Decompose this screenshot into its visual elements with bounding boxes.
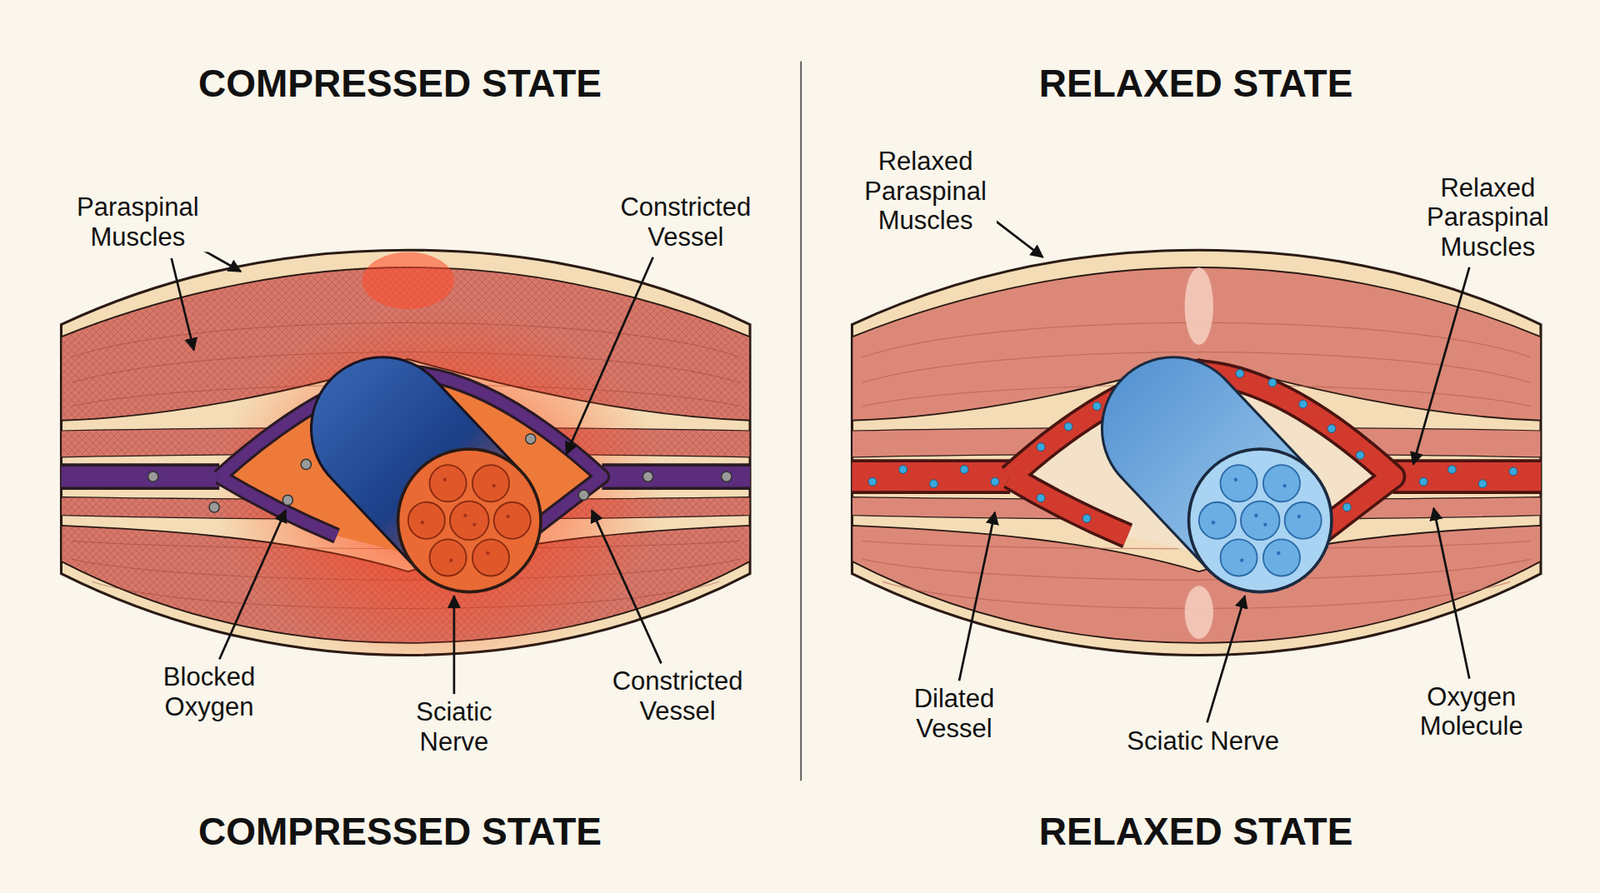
part-label-holder: Constricted Vessel	[598, 667, 757, 727]
part-label: Constricted Vessel	[606, 192, 765, 252]
part-label: Sciatic Nerve	[400, 697, 509, 757]
panel-caption: RELAXED STATE	[1036, 810, 1356, 854]
panel-caption-holder: COMPRESSED STATE	[195, 810, 605, 854]
part-label-holder: Relaxed Paraspinal Muscles	[855, 146, 997, 236]
panel-title: COMPRESSED STATE	[195, 62, 605, 105]
part-label-holder: Oxygen Molecule	[1400, 682, 1543, 742]
part-label-holder: Dilated Vessel	[900, 685, 1009, 745]
part-label-holder: Blocked Oxygen	[142, 663, 276, 723]
divider-line	[800, 61, 802, 782]
part-label: Sciatic Nerve	[1124, 726, 1282, 757]
part-label: Constricted Vessel	[598, 667, 757, 727]
part-label: Dilated Vessel	[900, 685, 1009, 745]
panel-title-holder: COMPRESSED STATE	[195, 62, 605, 105]
compressed-illustration	[60, 250, 750, 674]
part-label-holder: Sciatic Nerve	[1124, 726, 1282, 757]
leader-arrows	[171, 220, 1470, 724]
part-label-holder: Relaxed Paraspinal Muscles	[1416, 172, 1559, 262]
part-label-holder: Paraspinal Muscles	[62, 192, 213, 252]
part-label: Blocked Oxygen	[142, 663, 276, 723]
part-label-holder: Sciatic Nerve	[400, 697, 509, 757]
part-label: Paraspinal Muscles	[62, 192, 213, 252]
panel-title: RELAXED STATE	[1036, 62, 1356, 105]
part-label: Relaxed Paraspinal Muscles	[1416, 172, 1559, 262]
part-label-holder: Constricted Vessel	[606, 192, 765, 252]
panel-caption: COMPRESSED STATE	[195, 810, 605, 854]
panel-caption-holder: RELAXED STATE	[1036, 810, 1356, 854]
relaxed-illustration	[851, 250, 1541, 655]
part-label: Oxygen Molecule	[1400, 682, 1543, 742]
panel-title-holder: RELAXED STATE	[1036, 62, 1356, 105]
part-label: Relaxed Paraspinal Muscles	[855, 146, 997, 236]
